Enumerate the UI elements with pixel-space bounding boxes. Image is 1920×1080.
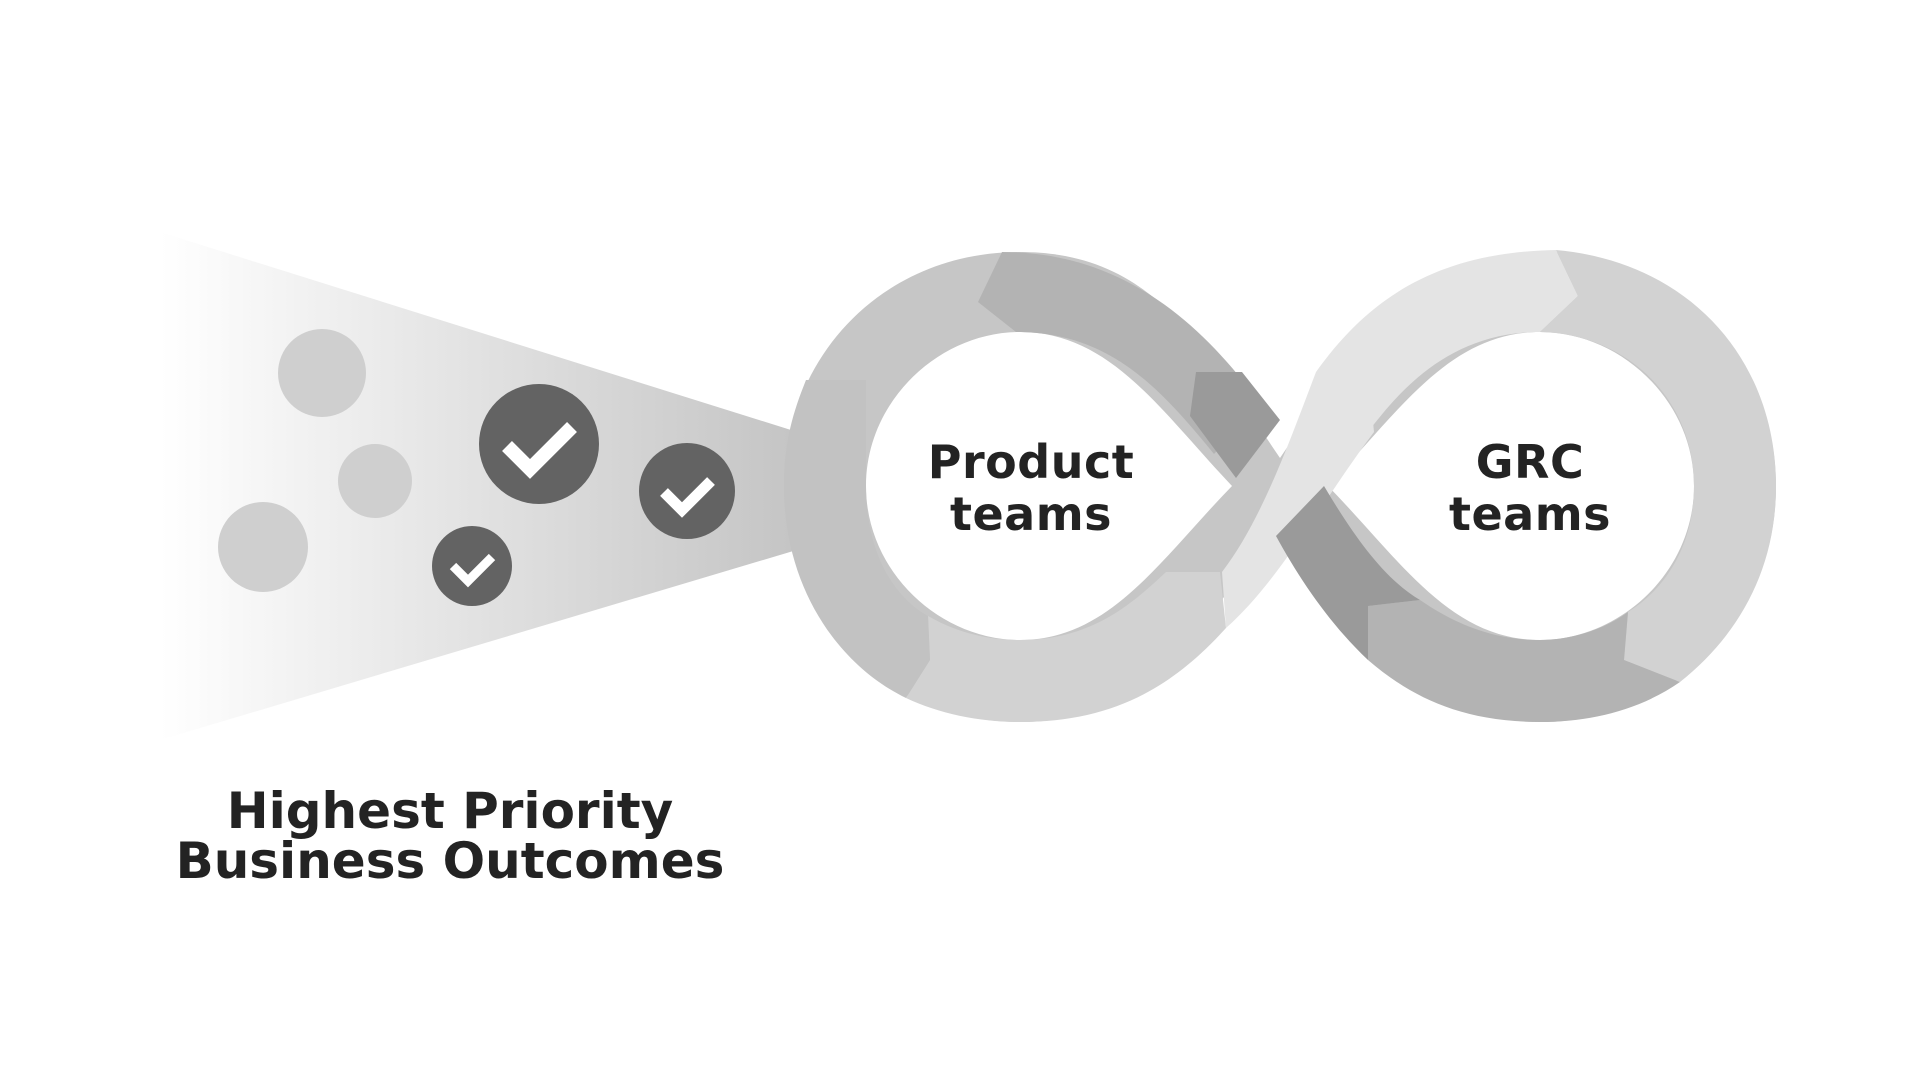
segment-cross-dark-lower — [1276, 486, 1420, 660]
caption-line1: Highest Priority — [226, 782, 674, 840]
caption-line2: Business Outcomes — [175, 832, 725, 890]
check-icon — [449, 553, 496, 588]
plain-dot — [338, 444, 412, 518]
grc-teams-label: GRC teams — [1370, 436, 1690, 540]
checkmark-badge-small — [432, 526, 512, 606]
segment-right-outer — [1540, 250, 1776, 682]
checkmark-badge-large — [479, 384, 599, 504]
plain-dot — [218, 502, 308, 592]
segment-left-top — [978, 252, 1262, 454]
segment-left-outer — [784, 380, 930, 698]
grc-teams-line1: GRC — [1475, 435, 1585, 489]
segment-cross-light — [1222, 372, 1374, 628]
product-teams-line2: teams — [949, 487, 1113, 541]
plain-dot — [278, 329, 366, 417]
outcomes-caption: Highest Priority Business Outcomes — [150, 786, 750, 886]
check-icon — [660, 477, 715, 518]
grc-teams-line2: teams — [1448, 487, 1612, 541]
product-teams-label: Product teams — [871, 436, 1191, 540]
segment-right-top — [1316, 250, 1578, 432]
check-icon — [502, 422, 577, 479]
segment-left-bottom — [906, 572, 1226, 722]
checkmark-badge-medium — [639, 443, 735, 539]
segment-cross-dark-upper — [1190, 372, 1280, 478]
segment-right-bottom — [1368, 600, 1680, 722]
product-teams-line1: Product — [927, 435, 1135, 489]
